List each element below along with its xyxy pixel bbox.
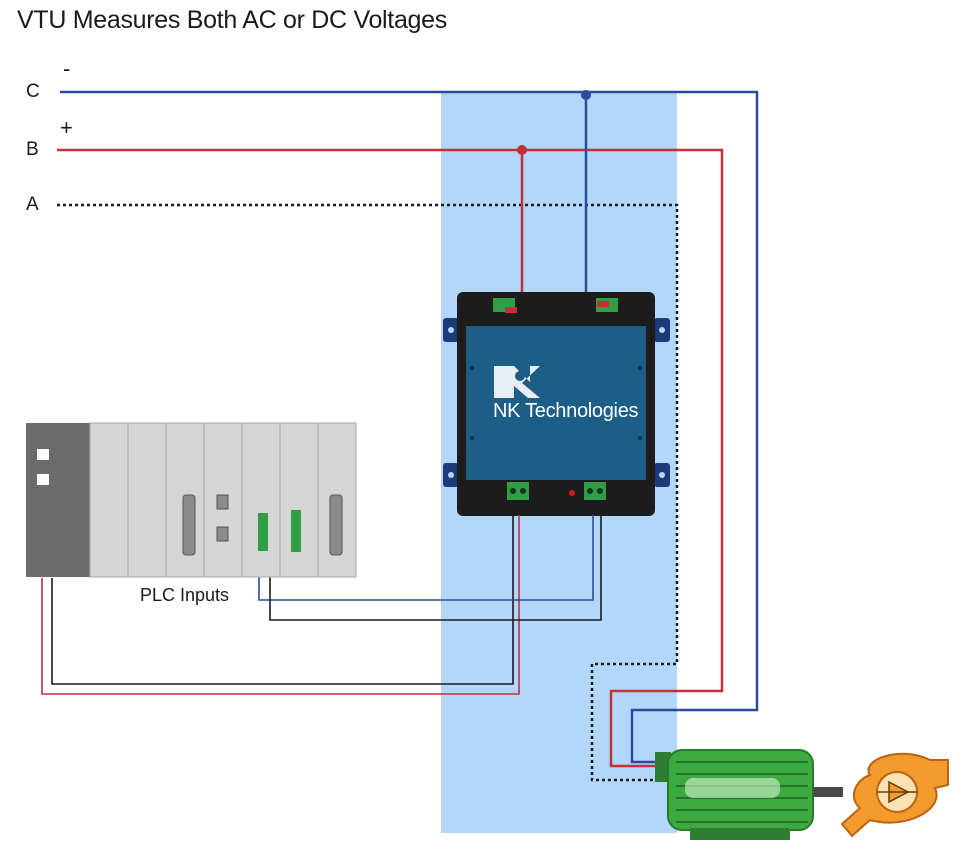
plc-inputs-label: PLC Inputs — [140, 585, 230, 605]
nk-logo-icon — [494, 366, 540, 398]
phase-b-sign: + — [60, 115, 73, 140]
pump-icon — [840, 752, 949, 838]
motor-icon — [655, 749, 843, 840]
c-junction — [581, 90, 591, 100]
phase-c-sign: - — [63, 56, 71, 81]
plc-rack — [26, 422, 357, 578]
diagram-title: VTU Measures Both AC or DC Voltages — [17, 6, 447, 34]
phase-a-wire — [57, 203, 679, 782]
phase-c-wire — [60, 90, 759, 764]
output-red-wire — [41, 515, 520, 695]
phase-b-wire — [57, 148, 724, 768]
phase-b-label: B — [26, 139, 39, 160]
output-black-wire-b — [269, 515, 602, 621]
vtu-device — [443, 292, 670, 516]
phase-c-label: C — [26, 81, 40, 102]
device-brand-label: NK Technologies — [493, 400, 639, 422]
phase-a-label: A — [26, 194, 39, 215]
b-junction — [517, 145, 527, 155]
